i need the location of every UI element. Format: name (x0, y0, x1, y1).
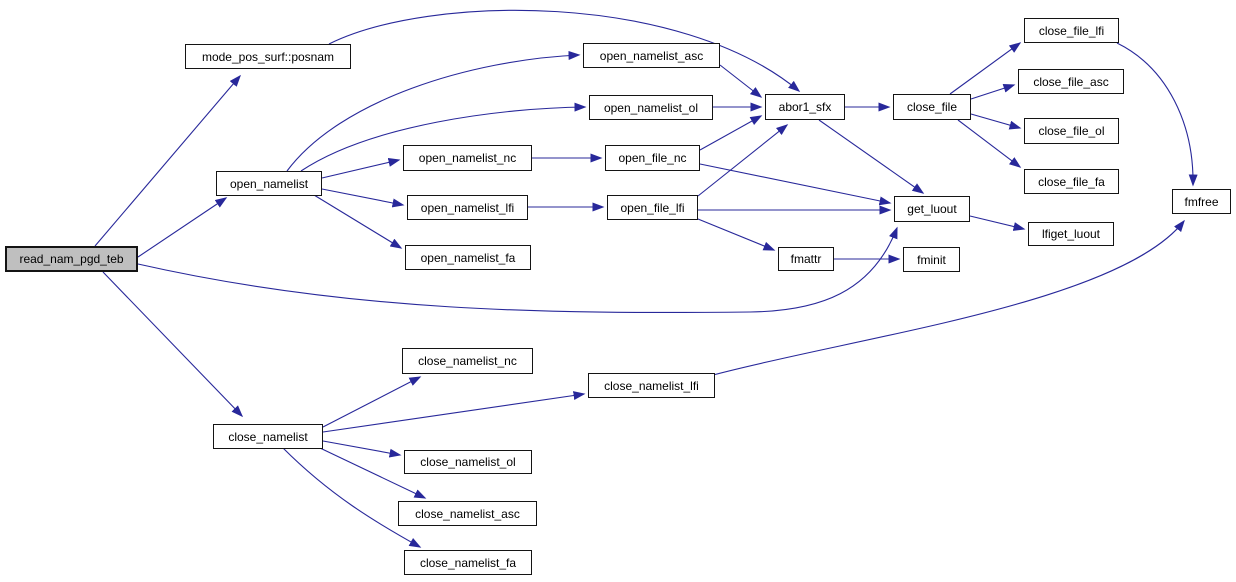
node-open_file_nc[interactable]: open_file_nc (605, 145, 700, 171)
node-open_file_lfi[interactable]: open_file_lfi (607, 195, 698, 220)
node-close_file[interactable]: close_file (893, 94, 971, 120)
node-lfiget_luout[interactable]: lfiget_luout (1028, 222, 1114, 246)
edge-close_file_lfi-to-fmfree (1116, 42, 1198, 187)
node-read_nam_pgd_teb[interactable]: read_nam_pgd_teb (5, 246, 138, 272)
edge-close_namelist-to-close_namelist_ol (322, 440, 402, 458)
node-close_namelist_asc[interactable]: close_namelist_asc (398, 501, 537, 526)
edge-open_namelist-to-open_namelist_fa (313, 194, 403, 249)
edge-open_namelist-to-open_namelist_ol (300, 102, 587, 172)
edge-read_nam_pgd_teb-to-mode_pos_surf::posnam (94, 74, 241, 247)
node-close_file_asc[interactable]: close_file_asc (1018, 69, 1124, 94)
node-close_file_ol[interactable]: close_file_ol (1024, 118, 1119, 144)
node-open_namelist_asc[interactable]: open_namelist_asc (583, 43, 720, 68)
edge-open_namelist-to-open_namelist_nc (321, 158, 401, 179)
node-close_namelist_lfi[interactable]: close_namelist_lfi (588, 373, 715, 398)
node-close_namelist_nc[interactable]: close_namelist_nc (402, 348, 533, 374)
edge-open_file_lfi-to-fmattr (697, 218, 776, 251)
edge-close_file-to-close_file_fa (957, 119, 1022, 168)
edge-abor1_sfx-to-get_luout (818, 119, 925, 194)
node-get_luout[interactable]: get_luout (894, 196, 970, 222)
edge-close_file-to-close_file_asc (970, 83, 1016, 100)
node-fminit[interactable]: fminit (903, 247, 960, 272)
node-open_namelist_nc[interactable]: open_namelist_nc (403, 145, 532, 171)
edge-get_luout-to-lfiget_luout (969, 215, 1026, 231)
edge-mode_pos_surf::posnam-to-abor1_sfx (328, 9, 801, 92)
edge-close_namelist-to-close_namelist_lfi (322, 391, 586, 433)
node-fmattr[interactable]: fmattr (778, 247, 834, 271)
node-close_file_lfi[interactable]: close_file_lfi (1024, 18, 1119, 43)
node-close_namelist[interactable]: close_namelist (213, 424, 323, 449)
node-open_namelist_ol[interactable]: open_namelist_ol (589, 95, 713, 120)
edge-open_namelist-to-open_namelist_asc (286, 50, 581, 172)
node-fmfree[interactable]: fmfree (1172, 189, 1231, 214)
edge-close_file-to-close_file_lfi (949, 42, 1022, 95)
edge-read_nam_pgd_teb-to-get_luout (137, 226, 898, 314)
edge-open_namelist-to-open_namelist_lfi (321, 188, 405, 208)
edge-close_namelist-to-close_namelist_fa (282, 447, 422, 548)
edge-read_nam_pgd_teb-to-open_namelist (137, 197, 228, 258)
edge-group (94, 9, 1198, 548)
edge-open_namelist_asc-to-abor1_sfx (719, 64, 763, 98)
node-close_namelist_fa[interactable]: close_namelist_fa (404, 550, 532, 575)
node-close_namelist_ol[interactable]: close_namelist_ol (404, 450, 532, 474)
edge-close_file-to-close_file_ol (970, 113, 1022, 130)
edge-close_namelist_lfi-to-fmfree (712, 219, 1185, 376)
edge-open_file_lfi-to-abor1_sfx (697, 124, 789, 197)
node-open_namelist_fa[interactable]: open_namelist_fa (405, 245, 531, 270)
edge-close_namelist-to-close_namelist_asc (319, 447, 427, 499)
node-open_namelist_lfi[interactable]: open_namelist_lfi (407, 195, 528, 220)
node-abor1_sfx[interactable]: abor1_sfx (765, 94, 845, 120)
edge-open_file_nc-to-abor1_sfx (699, 115, 763, 151)
node-close_file_fa[interactable]: close_file_fa (1024, 169, 1119, 194)
edge-open_file_nc-to-get_luout (699, 163, 892, 206)
node-open_namelist[interactable]: open_namelist (216, 171, 322, 196)
edge-close_namelist-to-close_namelist_nc (322, 376, 422, 428)
edge-read_nam_pgd_teb-to-close_namelist (102, 271, 244, 418)
node-mode_pos_surf::posnam[interactable]: mode_pos_surf::posnam (185, 44, 351, 69)
